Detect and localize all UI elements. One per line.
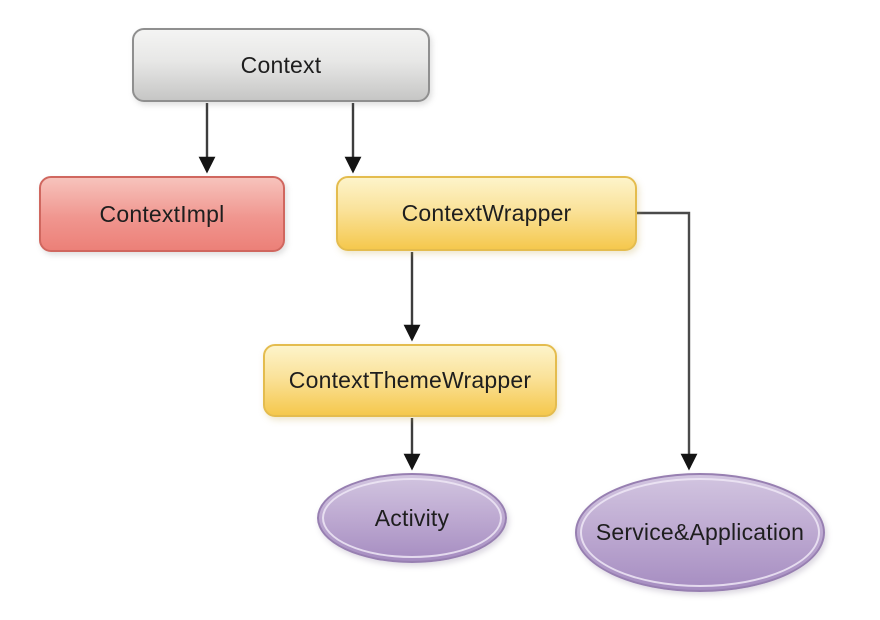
node-activity-label: Activity — [374, 504, 450, 531]
node-contextwrapper-label: ContextWrapper — [401, 200, 572, 226]
node-context: Context — [132, 28, 430, 102]
node-contextimpl-label: ContextImpl — [99, 200, 225, 227]
node-contextimpl: ContextImpl — [39, 176, 285, 252]
node-serviceapplication: Service&Application — [575, 473, 825, 592]
node-contextthemewrapper-label: ContextThemeWrapper — [288, 367, 532, 393]
node-serviceapplication-label: Service&Application — [595, 519, 805, 545]
node-activity: Activity — [317, 473, 507, 563]
node-context-label: Context — [240, 51, 322, 78]
node-contextthemewrapper: ContextThemeWrapper — [263, 344, 557, 417]
node-contextwrapper: ContextWrapper — [336, 176, 637, 251]
edge-contextwrapper-to-serviceapplication — [636, 211, 698, 471]
